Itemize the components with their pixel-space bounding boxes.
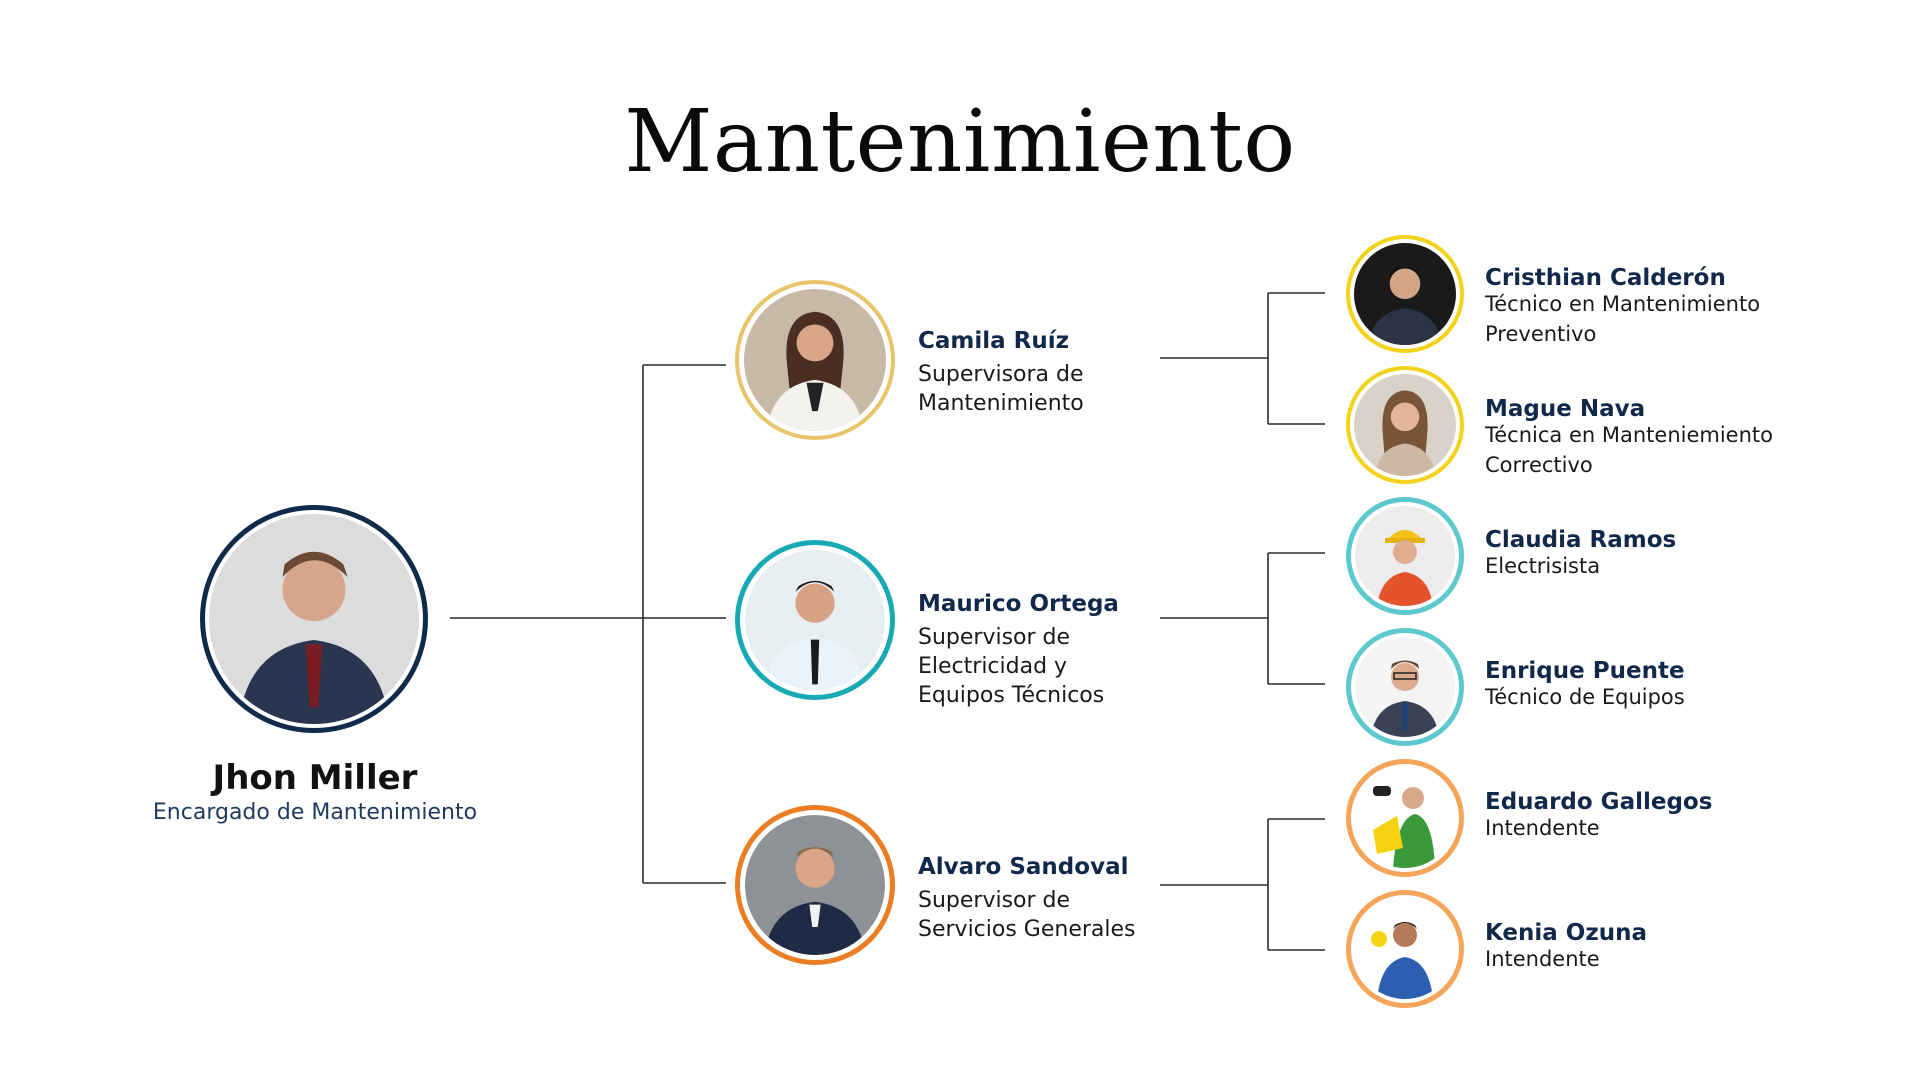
staff-name: Mague Nava	[1485, 396, 1646, 422]
staff-avatar	[1346, 235, 1464, 353]
staff-avatar	[1346, 366, 1464, 484]
staff-role: Electrisista	[1485, 551, 1600, 581]
supervisor-role: Supervisora de Mantenimiento	[918, 360, 1084, 418]
staff-name: Enrique Puente	[1485, 658, 1685, 684]
staff-role: Intendente	[1485, 813, 1600, 843]
supervisor-name: Camila Ruíz	[918, 328, 1070, 354]
role-line: Intendente	[1485, 816, 1600, 840]
supervisor-avatar	[735, 540, 895, 700]
role-line: Intendente	[1485, 947, 1600, 971]
role-line: Equipos Técnicos	[918, 683, 1105, 708]
staff-name: Cristhian Calderón	[1485, 265, 1726, 291]
supervisor-name: Maurico Ortega	[918, 591, 1119, 617]
supervisor-role: Supervisor de Servicios Generales	[918, 886, 1136, 944]
role-line: Mantenimiento	[918, 391, 1084, 416]
staff-name: Eduardo Gallegos	[1485, 789, 1713, 815]
role-line: Técnico en Mantenimiento	[1485, 292, 1761, 316]
staff-name: Claudia Ramos	[1485, 527, 1677, 553]
head-role: Encargado de Mantenimiento	[152, 800, 478, 825]
staff-avatar	[1346, 759, 1464, 877]
person-photo-icon	[1355, 899, 1455, 999]
role-line: Técnica en Manteniemiento	[1485, 423, 1773, 447]
page-title: Mantenimiento	[624, 92, 1296, 192]
staff-avatar	[1346, 628, 1464, 746]
person-photo-icon	[745, 815, 885, 955]
role-line: Correctivo	[1485, 453, 1593, 477]
supervisor-role: Supervisor de Electricidad y Equipos Téc…	[918, 623, 1104, 710]
staff-role: Intendente	[1485, 944, 1600, 974]
role-line: Supervisor de	[918, 888, 1071, 913]
person-photo-icon	[1355, 506, 1455, 606]
head-name: Jhon Miller	[212, 758, 418, 798]
role-line: Servicios Generales	[918, 917, 1136, 942]
person-photo-icon	[744, 289, 886, 431]
person-photo-icon	[209, 514, 419, 724]
head-avatar	[200, 505, 428, 733]
staff-role: Técnico de Equipos	[1485, 682, 1685, 712]
role-line: Electrisista	[1485, 554, 1601, 578]
person-photo-icon	[1355, 768, 1455, 868]
supervisor-avatar	[735, 280, 895, 440]
staff-avatar	[1346, 890, 1464, 1008]
person-photo-icon	[745, 550, 885, 690]
role-line: Supervisor de	[918, 625, 1071, 650]
supervisor-avatar	[735, 805, 895, 965]
role-line: Electricidad y	[918, 654, 1068, 679]
staff-role: Técnica en Manteniemiento Correctivo	[1485, 420, 1773, 480]
role-line: Supervisora de	[918, 362, 1084, 387]
staff-avatar	[1346, 497, 1464, 615]
staff-name: Kenia Ozuna	[1485, 920, 1648, 946]
person-photo-icon	[1354, 243, 1456, 345]
staff-role: Técnico en Mantenimiento Preventivo	[1485, 289, 1760, 349]
role-line: Técnico de Equipos	[1485, 685, 1685, 709]
supervisor-name: Alvaro Sandoval	[918, 854, 1129, 880]
role-line: Preventivo	[1485, 322, 1597, 346]
person-photo-icon	[1355, 637, 1455, 737]
person-photo-icon	[1354, 374, 1456, 476]
